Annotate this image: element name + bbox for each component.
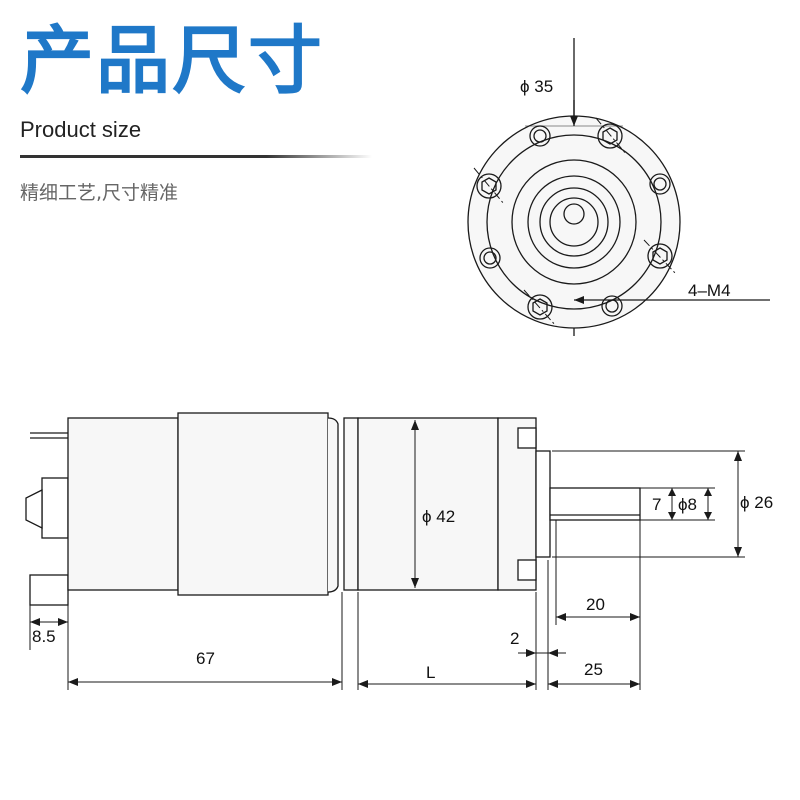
output-boss [535,450,551,558]
terminal-bottom [29,574,69,606]
gearbox-body [357,417,499,591]
motor-front-edge [327,417,339,593]
shaft-len-label: 25 [584,660,603,679]
flat-len-label: 20 [586,595,605,614]
front-hole [649,173,671,195]
flange-dia-label: ϕ 35 [520,77,553,96]
title-divider [20,155,372,158]
front-hole [479,247,501,269]
front-hole-inner [653,177,667,191]
front-hole-inner [483,251,497,265]
front-inner-ring-1 [511,159,637,285]
motor-rear-cap [67,417,179,591]
front-hub [549,197,599,247]
gearbox-len-label: L [426,663,435,682]
page-subtitle: Product size [20,117,142,142]
front-screw [476,173,502,199]
front-inner-ring-3 [539,187,609,257]
front-shaft [563,203,585,225]
terminal-block [41,477,69,539]
front-inner-ring-2 [527,175,621,269]
boss-len-label: 2 [510,629,519,648]
mount-thread-label: 4–M4 [688,281,731,300]
body-dia-label: ϕ 42 [422,507,455,526]
page-title: 产品尺寸 [20,18,324,104]
shaft-flat-label: 7 [652,495,661,514]
front-screw [647,243,673,269]
front-screw [597,123,623,149]
motor-body [177,412,329,596]
flange-screw-top [517,427,537,449]
front-hole-inner [533,129,547,143]
front-hole [601,295,623,317]
terminal-tab [25,488,43,530]
gearbox-ring [343,417,359,591]
motor-len-label: 67 [196,649,215,668]
flange-screw-bottom [517,559,537,581]
front-bolt-circle [486,134,662,310]
boss-dia-label: ϕ 26 [740,493,773,512]
tagline: 精细工艺,尺寸精准 [20,182,179,204]
shaft-dia-label: ϕ8 [678,495,697,514]
terminal-len-label: 8.5 [32,627,56,646]
front-screw [527,294,553,320]
